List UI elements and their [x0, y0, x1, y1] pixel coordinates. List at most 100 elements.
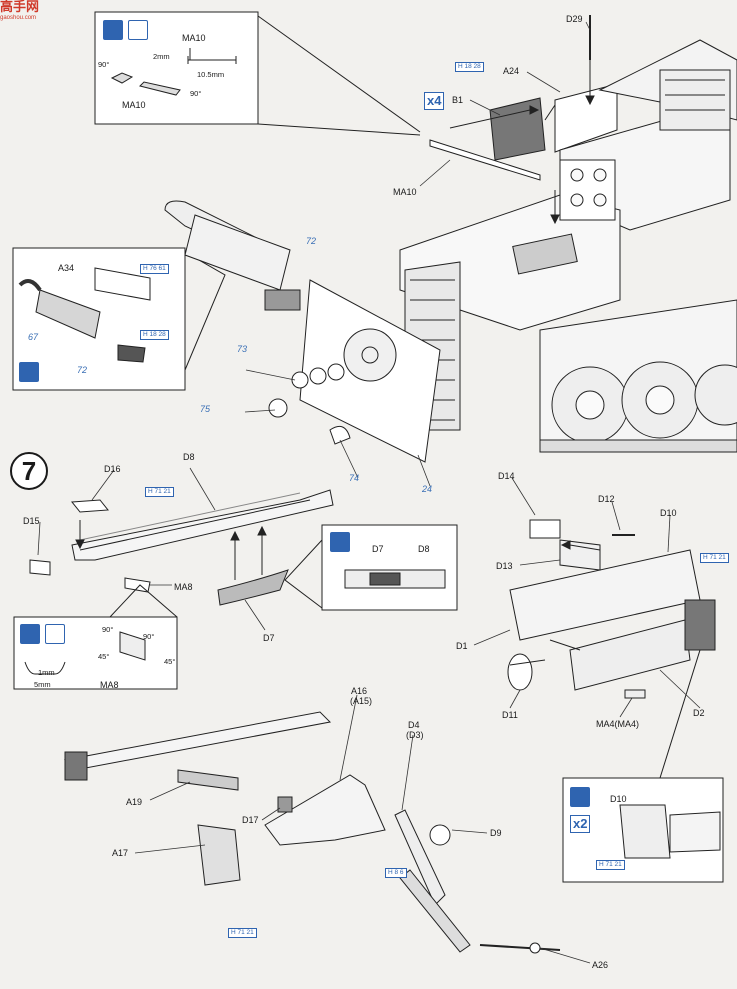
- part-d15: [29, 559, 51, 576]
- callout-d3: (D3): [406, 730, 424, 740]
- badge-h86-d9: H 8 6: [385, 868, 407, 878]
- muffler-main: [184, 214, 291, 291]
- glue-icon: [103, 20, 123, 40]
- part-a26-rod: [479, 944, 561, 951]
- glue-icon: [19, 362, 39, 382]
- callout-a17: A17: [112, 848, 129, 858]
- part-ma10-strip: [429, 139, 541, 181]
- inset-ma8-5mm: 5mm: [34, 680, 51, 689]
- step-number: 7: [10, 452, 48, 490]
- badge-h7121-d10: H 71 21: [700, 553, 729, 563]
- callout-a24: A24: [503, 66, 520, 76]
- inset-ma8-45b: 45°: [164, 657, 176, 666]
- inset-top-label-ma10: MA10: [182, 33, 206, 43]
- ma10-piece-rod: [139, 81, 181, 96]
- inset-ma8-label: MA8: [100, 680, 119, 690]
- multiplier-x2: x2: [570, 815, 591, 833]
- part-d17: [277, 796, 293, 813]
- inset-left-a34: A34: [58, 263, 75, 273]
- part-d16: [71, 499, 109, 513]
- callout-ma8: MA8: [174, 582, 193, 592]
- callout-d4: D4: [408, 720, 420, 730]
- inset-d7-label: D7: [372, 544, 384, 554]
- part-b1-grille: [489, 97, 546, 161]
- callout-74: 74: [349, 473, 360, 483]
- callout-a19: A19: [126, 797, 143, 807]
- inset-ma8-1mm: 1mm: [38, 668, 55, 677]
- parts-73-75: [268, 363, 345, 418]
- callout-d14: D14: [498, 471, 515, 481]
- inset-leader-ma8: [109, 584, 178, 618]
- multiplier-x4: x4: [424, 92, 445, 110]
- assembly-arrows: [75, 60, 601, 666]
- callout-d8: D8: [183, 452, 195, 462]
- inset-left-72: 72: [77, 365, 88, 375]
- callout-75: 75: [200, 404, 211, 414]
- part-d14: [529, 519, 561, 539]
- glue-icon: [330, 532, 350, 552]
- inset-part72: [117, 344, 146, 363]
- badge-h1828-inset: H 18 28: [140, 330, 169, 340]
- inset-leader-ma10-b: [257, 123, 421, 136]
- inset-leader-d10: [659, 649, 701, 779]
- callout-d29: D29: [566, 14, 583, 24]
- inset-ma8-90a: 90°: [102, 625, 114, 634]
- inset-a34: [94, 267, 151, 301]
- callout-d11: D11: [502, 710, 518, 720]
- lower-cradle-end: [64, 751, 88, 781]
- inset-top-label-ma10-b: MA10: [122, 100, 146, 110]
- callout-a16: A16: [351, 686, 368, 696]
- inset-muffler: [35, 289, 101, 339]
- ma10-piece-small: [110, 72, 134, 84]
- callout-ma10: MA10: [393, 187, 417, 197]
- callout-d10: D10: [660, 508, 677, 518]
- callout-24: 24: [422, 484, 433, 494]
- inset-box-ma8: [13, 616, 178, 690]
- leader-lines: [37, 21, 701, 964]
- inset-top-angle-a: 90°: [98, 60, 110, 69]
- callout-d1: D1: [456, 641, 468, 651]
- badge-h7121-d8: H 71 21: [145, 487, 174, 497]
- part72-main: [264, 289, 301, 311]
- glue-icon: [570, 787, 590, 807]
- inset-left-67: 67: [28, 332, 39, 342]
- part-d4: [394, 809, 446, 906]
- part-a16-trail: [264, 774, 386, 846]
- part-d7-arc: [217, 569, 289, 606]
- part74: [329, 425, 351, 445]
- callout-d15: D15: [23, 516, 40, 526]
- badge-h7661: H 76 61: [140, 264, 169, 274]
- callout-a26: A26: [592, 960, 609, 970]
- part-d11: [507, 653, 533, 691]
- part-d8-cradle: [71, 489, 334, 561]
- inset-top-dim-w: 10.5mm: [197, 70, 225, 79]
- inset-d7-gear: [369, 572, 401, 586]
- badge-h7121-inset: H 71 21: [596, 860, 625, 870]
- callout-d13: D13: [496, 561, 513, 571]
- fold-icon: [128, 20, 148, 40]
- inset-ma8-45a: 45°: [98, 652, 110, 661]
- inset-top-angle-b: 90°: [190, 89, 202, 98]
- inset-leader-ma10: [257, 15, 421, 133]
- part-d9: [429, 824, 451, 846]
- callout-d2: D2: [693, 708, 705, 718]
- callout-ma4: MA4(MA4): [596, 719, 640, 729]
- callout-d7: D7: [263, 633, 275, 643]
- inset-top-dim-h: 2mm: [153, 52, 170, 61]
- vehicle-hull: [399, 39, 737, 453]
- fold-icon: [45, 624, 65, 644]
- inset-leader-muffler: [184, 251, 226, 371]
- inset-leader-d7d8: [284, 539, 323, 609]
- inset-d10-label: D10: [610, 794, 627, 804]
- callout-73: 73: [237, 344, 248, 354]
- inset-d8-label: D8: [418, 544, 430, 554]
- part-d1-end: [684, 599, 716, 651]
- callout-a15: (A15): [350, 696, 373, 706]
- callout-d12: D12: [598, 494, 615, 504]
- watermark-logo: 高手网: [0, 0, 40, 14]
- part-ma4: [624, 689, 646, 699]
- callout-b1: B1: [452, 95, 464, 105]
- callout-d16: D16: [104, 464, 121, 474]
- callout-d9: D9: [490, 828, 502, 838]
